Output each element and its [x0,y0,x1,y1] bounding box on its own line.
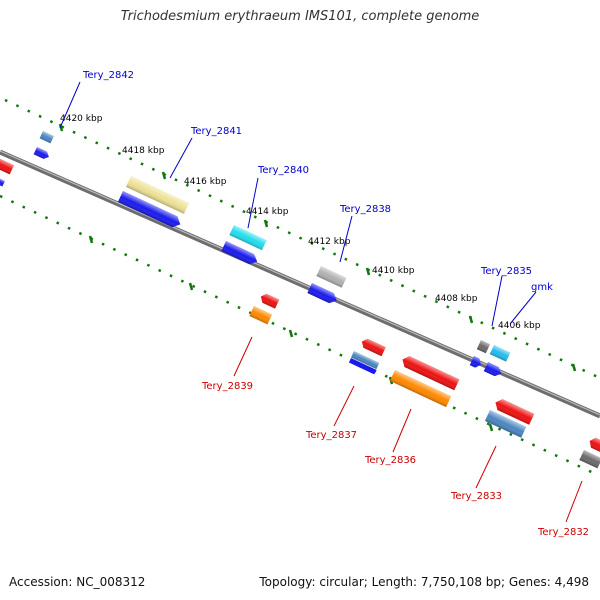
gene-label-tery-2838: Tery_2838 [339,204,391,215]
gene-label-tery-2841: Tery_2841 [190,126,242,137]
kbp-label-4416: 4416 kbp [184,177,227,187]
gene-label-tery-2837: Tery_2837 [305,430,357,441]
gene-tery-2836-cds [402,356,460,391]
gene-label-tery-2839: Tery_2839 [201,381,253,392]
gene-tery-2841-cds [117,191,181,228]
gene-label-tery-2833: Tery_2833 [450,491,502,502]
gene-tery-2841-feature [125,176,190,214]
gene-label-tery-2832: Tery_2832 [537,527,589,538]
gene-tery-2832-feature [579,450,600,469]
gene-tery-2833-cds [495,399,535,425]
kbp-label-4420: 4420 kbp [60,114,103,124]
gene-tery-2839-feature [249,306,273,325]
leader-tery-2839 [233,336,253,377]
kbp-label-4414: 4414 kbp [246,207,289,217]
gene-tery-2838-feature [316,266,347,288]
inner-major-ticks [88,235,494,432]
leader-tery-2841 [169,137,193,179]
gene-label-tery-2842: Tery_2842 [82,70,134,81]
gene-label-gmk: gmk [531,282,553,293]
kbp-label-4418: 4418 kbp [122,146,165,156]
gene-gmk-feature [489,345,511,362]
gene-tery-2833-feature [484,410,527,438]
gene-blue-left-edge [0,176,5,187]
accession-text: Accession: NC_008312 [9,575,146,589]
gene-label-tery-2836: Tery_2836 [364,455,416,466]
map-title: Trichodesmium erythraeum IMS101, complet… [120,9,480,24]
gene-label-tery-2835: Tery_2835 [480,266,532,277]
gene-tery-2842-feature [39,131,54,144]
leader-tery-2832 [565,480,583,523]
gene-tery-2837-cds [361,338,386,357]
leader-tery-2833 [475,445,497,489]
gene-tery-2836-feature [389,370,452,408]
leader-tery-2837 [333,385,355,427]
leader-gmk [509,291,537,325]
gene-label-tery-2840: Tery_2840 [257,165,309,176]
inner-tick-ring [0,194,600,478]
gene-tery-2840-cds [221,241,258,265]
kbp-label-4406: 4406 kbp [498,321,541,331]
genome-backbone [0,149,600,419]
outer-tick-ring [4,98,600,380]
gene-tery-2832-cds [589,437,600,455]
kbp-label-4410: 4410 kbp [372,266,415,276]
gene-tery-2835-cds [469,356,481,368]
gene-tery-2842-cds [33,147,49,159]
leader-tery-2835 [491,275,503,327]
leader-tery-2838 [339,215,353,263]
topology-text: Topology: circular; Length: 7,750,108 bp… [259,575,589,589]
gene-tery-2838-cds [307,283,337,304]
leader-tery-2840 [247,177,259,229]
leader-tery-2842 [59,81,81,129]
gene-tery-2837-sub [348,358,377,375]
kbp-label-4412: 4412 kbp [308,237,351,247]
outer-major-ticks [58,123,577,372]
leader-tery-2836 [392,408,412,453]
gene-tery-2840-feature [229,225,267,251]
gene-gmk-cds [483,362,502,377]
gene-red-left-edge [0,156,14,175]
gene-tery-2835-feature [476,340,491,354]
kbp-label-4408: 4408 kbp [435,294,478,304]
gene-tery-2839-cds [260,293,280,309]
gene-tery-2837-feature [351,351,380,370]
